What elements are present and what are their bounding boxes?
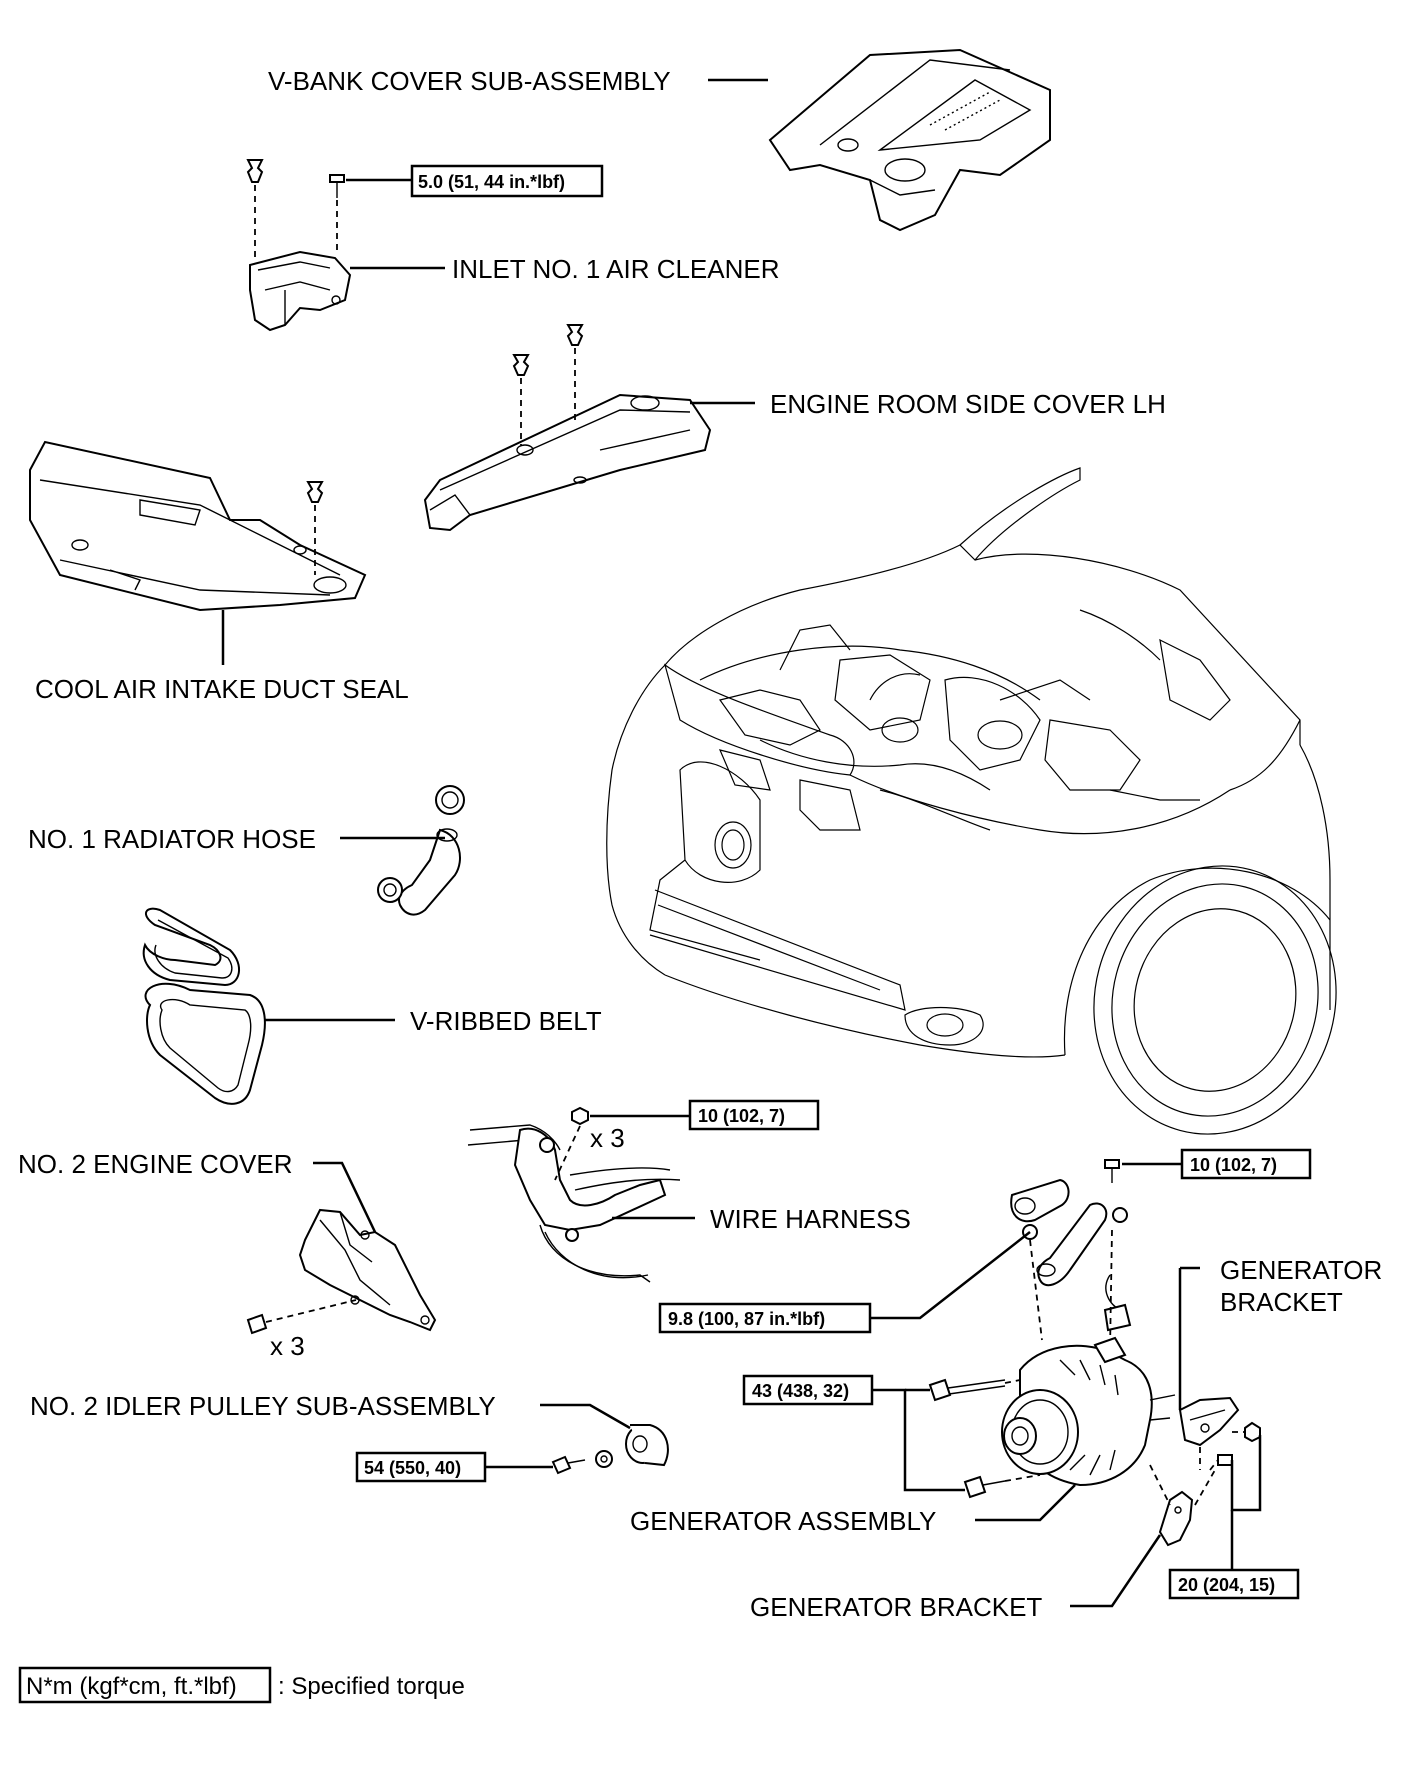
bolt-icon (1217, 1454, 1233, 1466)
label-inlet-air-cleaner: INLET NO. 1 AIR CLEANER (452, 254, 780, 284)
label-v-bank-cover: V-BANK COVER SUB-ASSEMBLY (268, 66, 671, 96)
label-generator-assembly: GENERATOR ASSEMBLY (630, 1506, 936, 1536)
nut-icon (1244, 1421, 1261, 1443)
label-generator-bracket-bottom: GENERATOR BRACKET (750, 1592, 1042, 1622)
clip-icon (246, 159, 264, 183)
label-generator-bracket-right-2: BRACKET (1220, 1287, 1343, 1317)
cool-air-intake-part (29, 440, 367, 612)
inlet-air-cleaner-part (249, 250, 352, 332)
engine-cover-2-part (298, 1208, 437, 1332)
label-cool-air-intake: COOL AIR INTAKE DUCT SEAL (35, 674, 409, 704)
wire-harness-part (467, 1124, 681, 1283)
clip-icon (566, 324, 584, 346)
radiator-hose-part (377, 785, 465, 916)
label-engine-room-side-cover: ENGINE ROOM SIDE COVER LH (770, 389, 1166, 419)
legend-box-text: N*m (kgf*cm, ft.*lbf) (26, 1673, 237, 1700)
clip-icon (306, 481, 324, 503)
v-ribbed-belt-part (142, 907, 266, 1105)
bolt-icon (963, 1475, 1006, 1499)
label-v-ribbed-belt: V-RIBBED BELT (410, 1006, 602, 1036)
bolt-icon (551, 1455, 586, 1475)
generator-bracket-right-part (1178, 1396, 1240, 1447)
qty-engine-cover: x 3 (270, 1331, 305, 1361)
bolt-icon (329, 174, 345, 198)
torque-generator-bolts: 43 (438, 32) (752, 1381, 849, 1401)
idler-pulley-part (595, 1424, 669, 1468)
bolt-icon (1104, 1159, 1120, 1183)
torque-wire-harness: 10 (102, 7) (698, 1106, 785, 1126)
generator-bracket-bottom-part (1158, 1490, 1194, 1547)
qty-wire-harness: x 3 (590, 1123, 625, 1153)
v-bank-cover-part (768, 48, 1051, 232)
clip-icon (512, 354, 530, 376)
bolt-icon (246, 1313, 268, 1335)
torque-bracket-bolts: 20 (204, 15) (1178, 1575, 1275, 1595)
label-wire-harness: WIRE HARNESS (710, 1204, 911, 1234)
nut-icon (571, 1106, 589, 1126)
engine-room-side-cover-part (423, 393, 712, 532)
torque-generator-nut: 9.8 (100, 87 in.*lbf) (668, 1309, 825, 1329)
label-idler-pulley: NO. 2 IDLER PULLEY SUB-ASSEMBLY (30, 1391, 496, 1421)
generator-assembly-part (1001, 1336, 1176, 1487)
label-engine-cover-2: NO. 2 ENGINE COVER (18, 1149, 293, 1179)
legend-description: : Specified torque (278, 1673, 465, 1700)
label-generator-bracket-right-1: GENERATOR (1220, 1255, 1382, 1285)
torque-idler-pulley: 54 (550, 40) (364, 1458, 461, 1478)
generator-terminal-part (1010, 1178, 1132, 1332)
legend-box (18, 1666, 272, 1704)
car-front-illustration (606, 467, 1337, 1135)
bolt-icon (928, 1378, 1006, 1402)
label-radiator-hose: NO. 1 RADIATOR HOSE (28, 824, 316, 854)
torque-air-cleaner: 5.0 (51, 44 in.*lbf) (418, 172, 565, 192)
torque-generator-terminal: 10 (102, 7) (1190, 1155, 1277, 1175)
